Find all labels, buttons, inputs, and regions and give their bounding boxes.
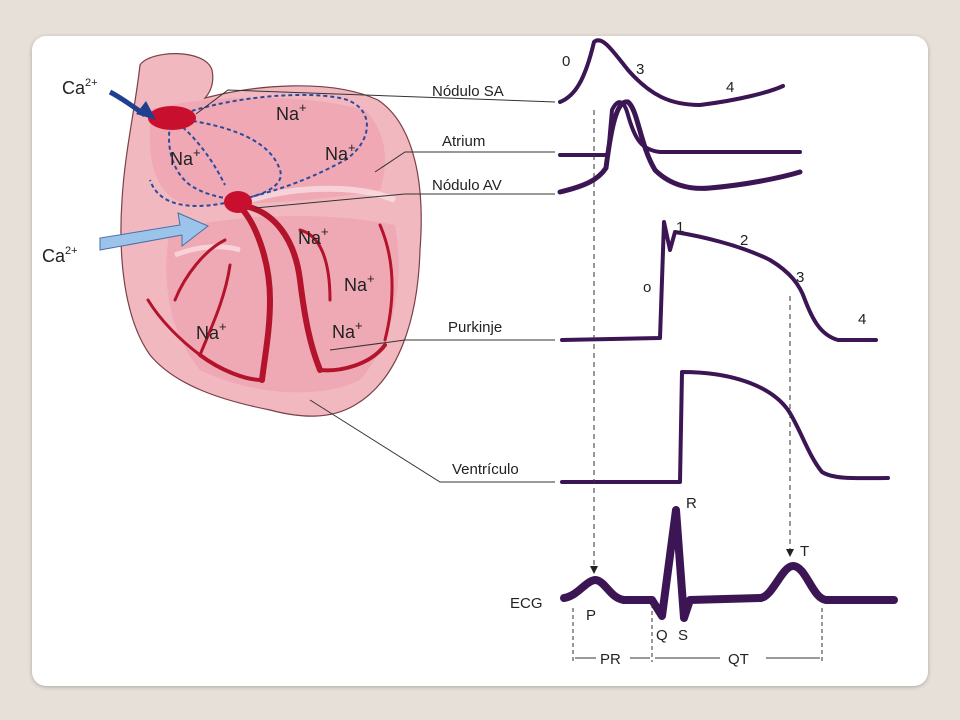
ecg-trace [560, 506, 898, 622]
correspondence-lines [590, 110, 794, 574]
purkinje-trace [560, 220, 878, 342]
leader-lines [195, 89, 556, 483]
calcium-arrow-top [108, 89, 156, 120]
ecg-wave-t: T [800, 543, 809, 560]
calcium-label-top: Ca2+ [62, 77, 98, 98]
sodium-label-5: Na+ [344, 271, 375, 295]
label-purkinje: Purkinje [448, 319, 502, 336]
interval-brackets [572, 604, 823, 662]
label-ecg: ECG [510, 595, 543, 612]
label-sa-node: Nódulo SA [432, 83, 504, 100]
ecg-wave-q: Q [656, 627, 668, 644]
av-node-trace [557, 99, 803, 195]
sodium-label-3: Na+ [325, 140, 356, 164]
phase-sa-0: 0 [562, 53, 570, 70]
sa-node-trace [558, 38, 785, 107]
sodium-label-7: Na+ [332, 318, 363, 342]
phase-purkinje-2: 2 [740, 232, 748, 249]
interval-qt: QT [728, 651, 749, 668]
label-av-node: Nódulo AV [432, 177, 502, 194]
conduction-bundle [146, 202, 394, 383]
phase-purkinje-1: 1 [676, 219, 684, 236]
septum-highlight [249, 185, 397, 203]
heart-ventricle-region [166, 215, 399, 393]
calcium-arrow-bottom [99, 212, 209, 251]
label-ventricle: Ventrículo [452, 461, 519, 478]
lower-highlight [174, 244, 241, 258]
sodium-label-6: Na+ [196, 319, 227, 343]
calcium-label-bottom: Ca2+ [42, 245, 78, 266]
ecg-wave-s: S [678, 627, 688, 644]
phase-purkinje-3: 3 [796, 269, 804, 286]
interval-pr: PR [600, 651, 621, 668]
av-node [224, 191, 252, 213]
ventricle-trace [560, 370, 890, 484]
label-atrium: Atrium [442, 133, 485, 150]
sodium-label-2: Na+ [170, 145, 201, 169]
phase-sa-4: 4 [726, 79, 734, 96]
phase-sa-3: 3 [636, 61, 644, 78]
atrium-trace [558, 100, 802, 157]
phase-purkinje-4: 4 [858, 311, 866, 328]
ecg-wave-p: P [586, 607, 596, 624]
sodium-label-4: Na+ [298, 224, 329, 248]
sodium-label-1: Na+ [276, 100, 307, 124]
ecg-wave-r: R [686, 495, 697, 512]
sa-node [148, 106, 196, 130]
phase-purkinje-0: o [643, 279, 651, 296]
